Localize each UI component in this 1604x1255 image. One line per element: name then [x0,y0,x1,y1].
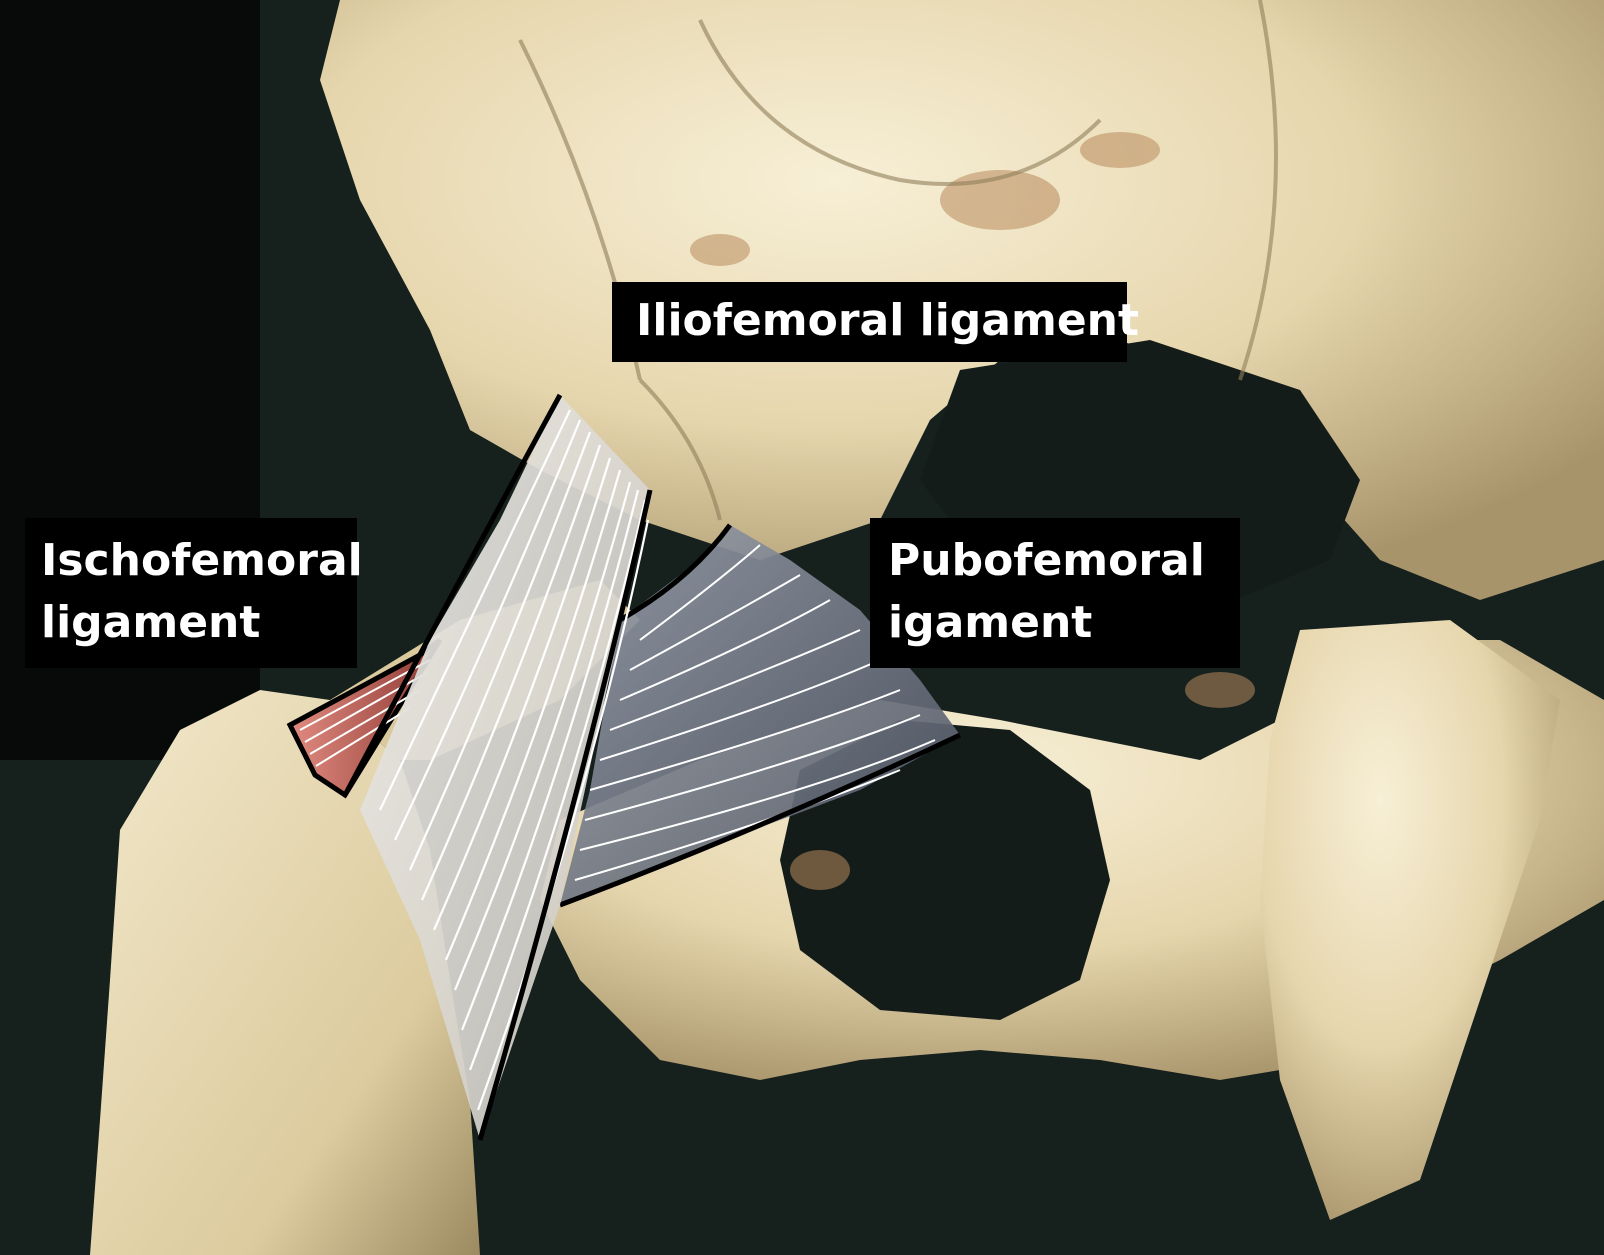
pubofemoral-label-line1: Pubofemoral [888,530,1240,592]
ischofemoral-label-line1: Ischofemoral [41,530,357,592]
ischofemoral-label: Ischofemoral ligament [25,518,357,668]
iliofemoral-label: Iliofemoral ligament [612,282,1127,362]
pubofemoral-label-line2: igament [888,592,1240,654]
iliofemoral-label-text: Iliofemoral ligament [636,290,1127,352]
pubofemoral-label: Pubofemoral igament [870,518,1240,668]
ischofemoral-label-line2: ligament [41,592,357,654]
